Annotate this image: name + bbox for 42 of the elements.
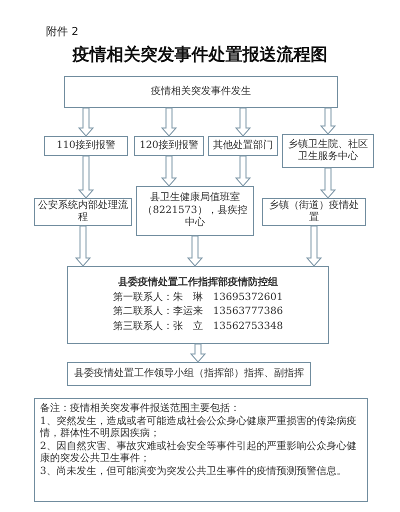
block-arrow (190, 344, 206, 363)
process-box (262, 198, 366, 226)
box-text: 县委疫情处置工作领导小组（指挥部）指挥、副指挥 (74, 368, 304, 380)
box-text: 乡镇卫生院、社区卫生服务中心 (287, 138, 369, 164)
block-arrow (78, 156, 94, 199)
note-heading: 备注：疫情相关突发事件报送范围主要包括： (40, 403, 241, 416)
process-box (67, 362, 311, 386)
box-text: 乡镇（街道）疫情处置 (268, 200, 360, 224)
block-arrow (160, 108, 178, 137)
box-text: 其他处置部门 (213, 140, 273, 152)
process-box (208, 136, 278, 156)
box-text: 疫情相关突发事件发生 (151, 86, 251, 98)
note-item: 3、尚未发生，但可能演变为突发公共卫生事件的疫情预测预警信息。 (40, 466, 348, 478)
process-box (44, 136, 128, 156)
box-text: 120接到报警 (139, 140, 199, 152)
block-arrow (234, 108, 252, 137)
block-arrow (186, 236, 204, 267)
process-box (134, 136, 204, 156)
process-box (34, 198, 132, 226)
notes-box (34, 398, 368, 502)
block-arrow (320, 108, 336, 135)
block-arrow (78, 108, 94, 137)
block-arrow (320, 168, 336, 199)
annex-label: 附件 2 (46, 24, 78, 39)
process-box (64, 76, 338, 108)
note-item: 1、突然发生，造成或者可能造成社会公众身心健康严重损害的传染病疫情，群体性不明原因疾病； (40, 416, 358, 440)
block-arrow (234, 156, 252, 187)
box-text: 公安系统内部处理流程 (38, 200, 128, 224)
diagram-title: 疫情相关突发事件处置报送流程图 (71, 44, 328, 66)
contact-line: 第一联系人：朱 琳 13695372601 (113, 292, 283, 304)
process-box (67, 266, 329, 344)
block-arrow (74, 226, 92, 267)
block-arrow (160, 156, 178, 187)
process-box (282, 134, 374, 168)
contact-line: 第三联系人：张 立 13562753348 (113, 320, 283, 333)
box-text: 县卫生健康局值班室（8221573），县疾控中心 (142, 192, 248, 230)
process-box (136, 186, 254, 236)
note-item: 2、因自然灾害、事故灾难或社会安全等事件引起的严重影响公众身心健康的突发公共卫生事件； (40, 440, 358, 466)
block-arrow (306, 226, 322, 267)
box-text: 110接到报警 (56, 140, 116, 152)
contact-line: 第二联系人：李运来 13563777386 (113, 306, 283, 318)
box-heading: 县委疫情处置工作指挥部疫情防控组 (118, 277, 278, 290)
